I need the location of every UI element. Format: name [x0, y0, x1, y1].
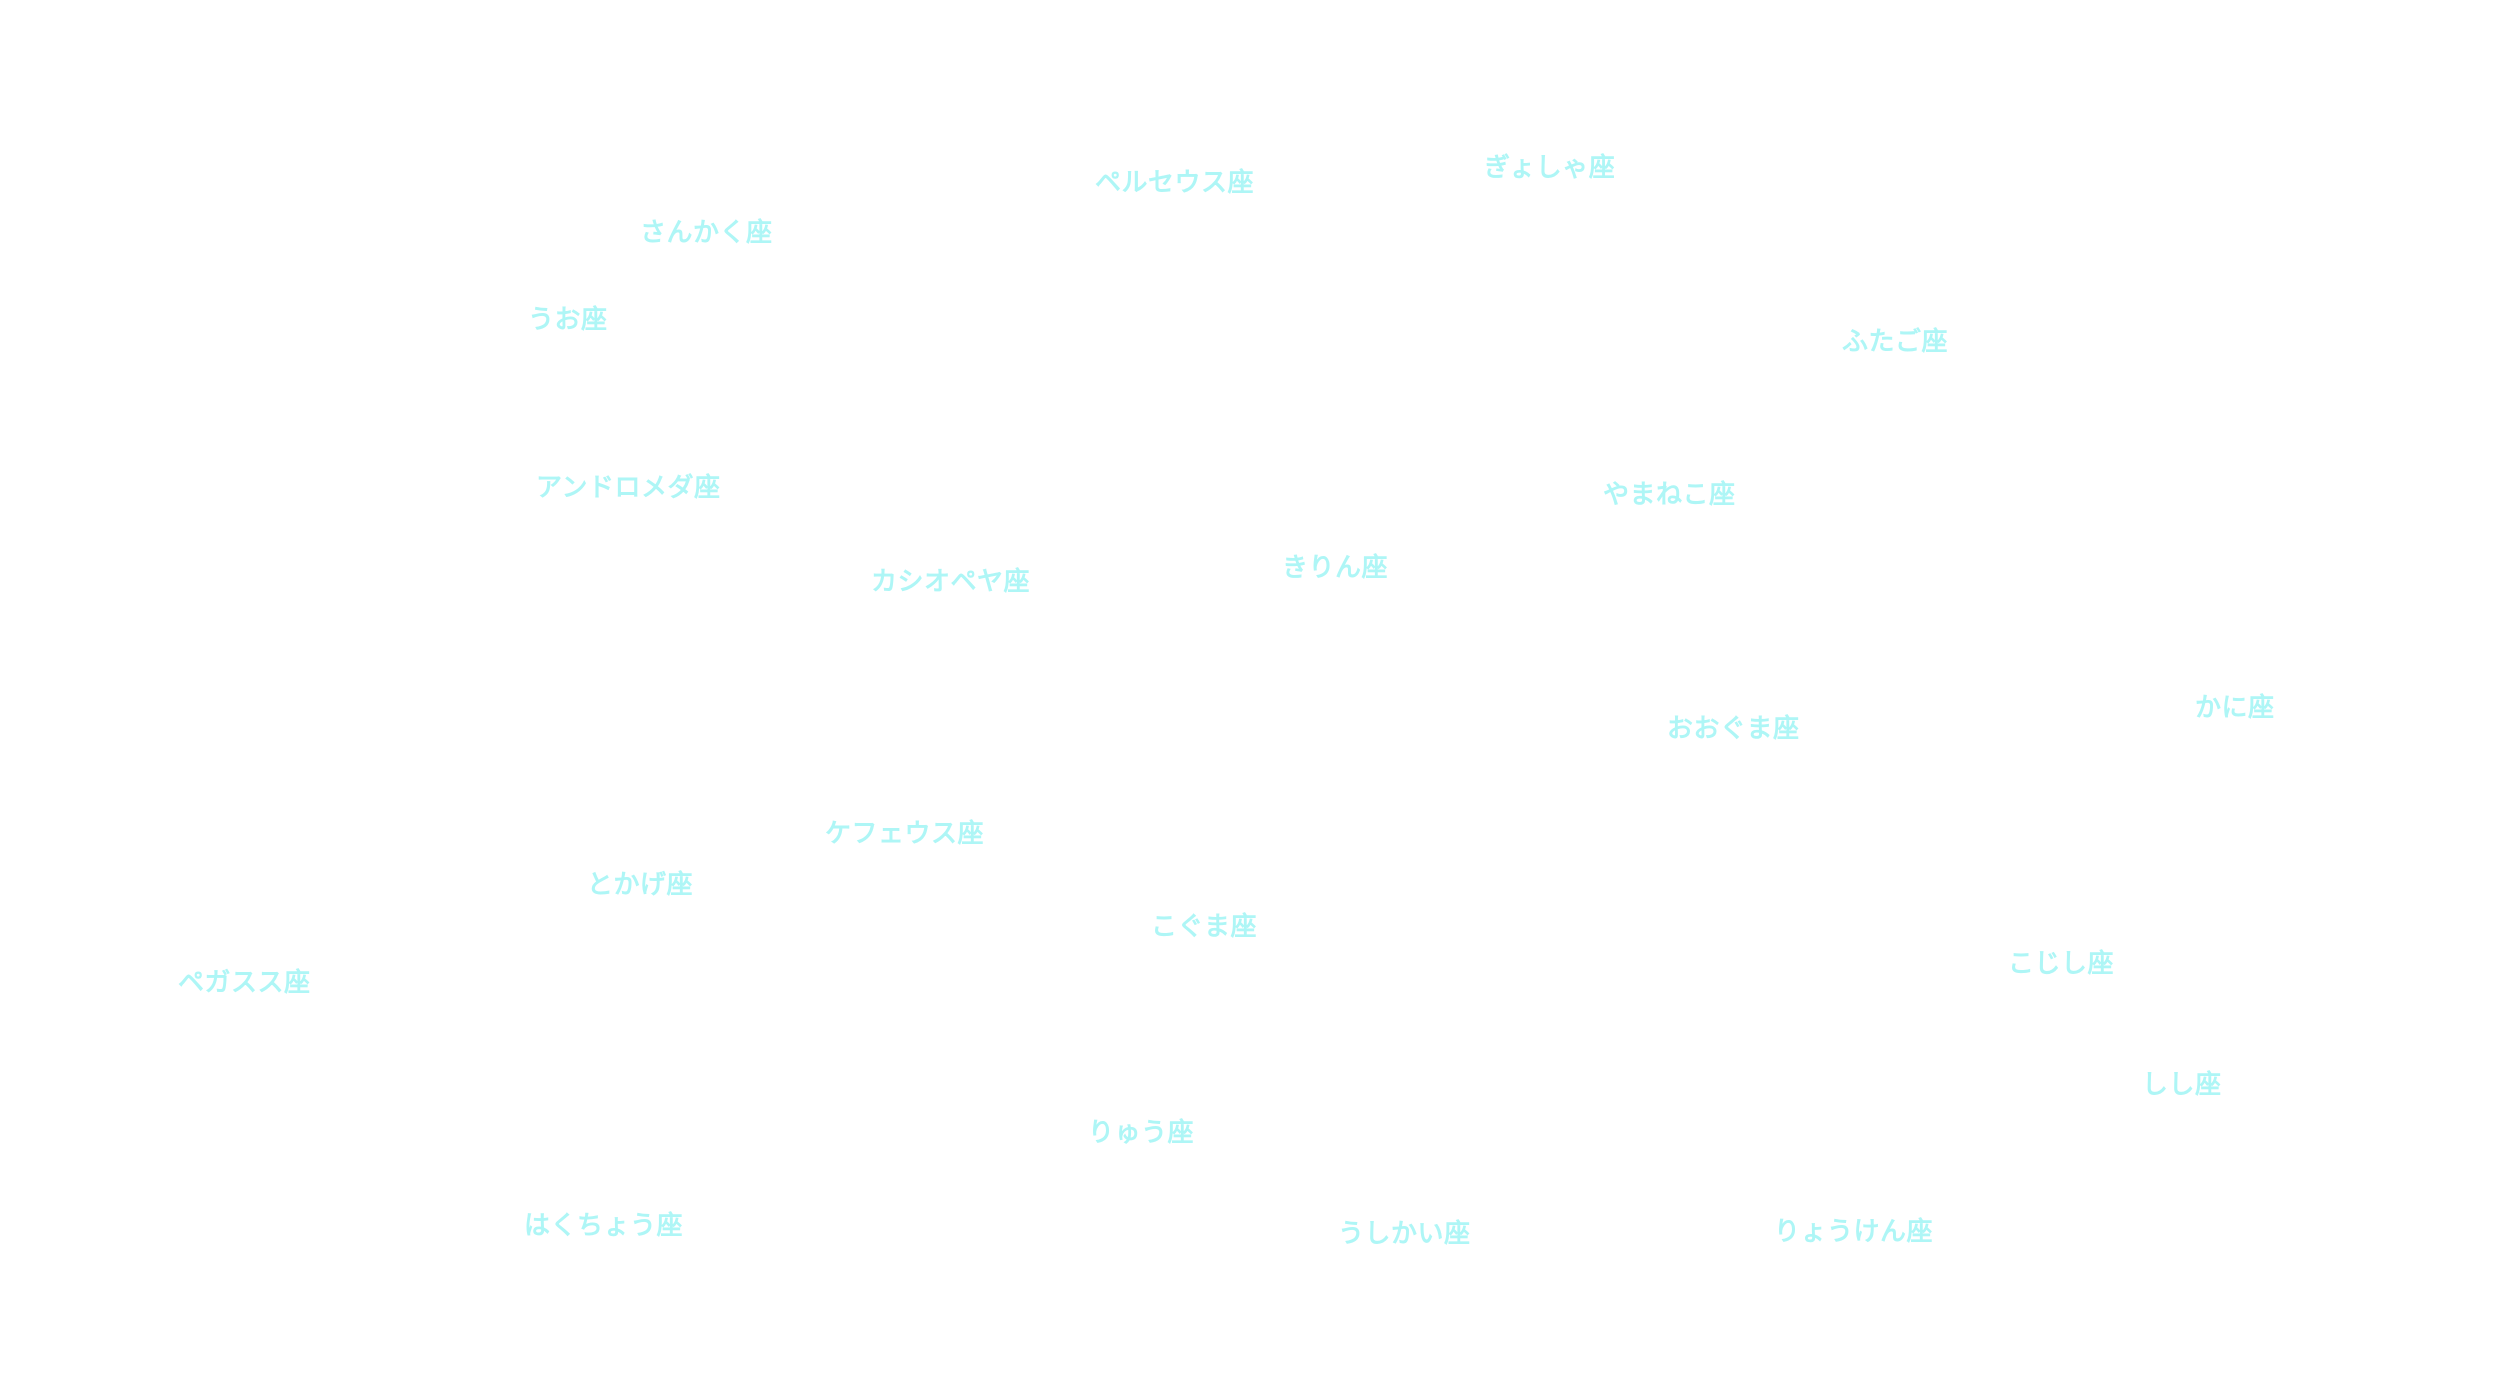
label-perseus: ペルセウス座: [1095, 168, 1255, 198]
label-canes-venatici: りょうけん座: [1774, 1217, 1934, 1247]
label-bootes: うしかい座: [1338, 1219, 1471, 1249]
label-ursa-major: おおぐま座: [1667, 714, 1800, 744]
label-cygnus: はくちょう座: [524, 1211, 684, 1241]
label-pegasus: ペガスス座: [178, 968, 311, 998]
label-lynx: やまねこ座: [1603, 480, 1736, 510]
label-cassiopeia: カシオペヤ座: [871, 567, 1031, 597]
label-triangulum: さんかく座: [640, 218, 773, 248]
label-leo-minor: こじし座: [2008, 949, 2115, 979]
label-leo: しし座: [2142, 1070, 2222, 1100]
label-auriga: ぎょしゃ座: [1484, 153, 1616, 183]
label-lacerta: とかげ座: [587, 870, 694, 900]
label-pisces: うお座: [528, 305, 608, 335]
label-gemini: ふたご座: [1842, 327, 1949, 357]
label-cancer: かに座: [2195, 693, 2275, 723]
label-andromeda: アンドロメダ座: [536, 473, 721, 503]
label-cepheus: ケフェウス座: [825, 819, 985, 849]
label-draco: りゅう座: [1088, 1118, 1195, 1148]
label-ursa-minor: こぐま座: [1151, 912, 1258, 942]
label-camelopardalis: きりん座: [1282, 553, 1389, 583]
